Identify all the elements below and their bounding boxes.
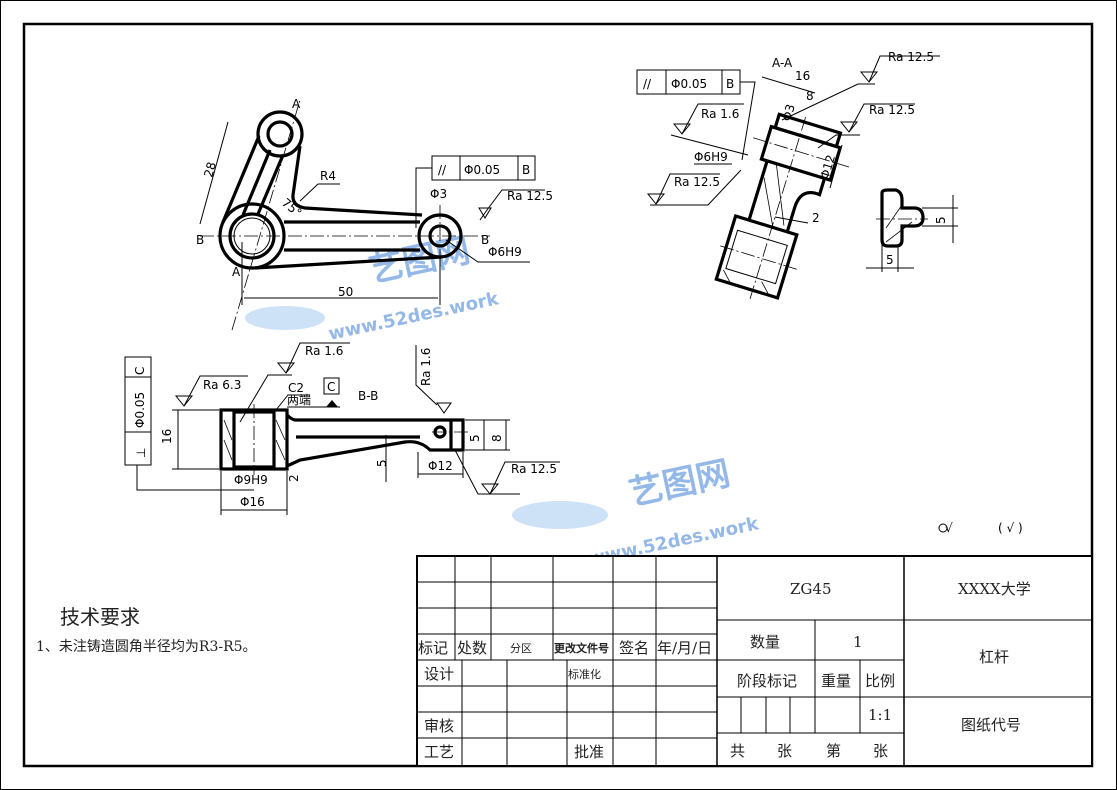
section-aa-title: A-A (772, 56, 793, 70)
tol-value: Φ0.05 (464, 163, 500, 177)
section-b-right: B (481, 233, 489, 247)
cs-dim-w: 5 (886, 253, 894, 267)
sheets-total-suffix: 张 (777, 742, 792, 760)
section-a-top: A (292, 97, 301, 111)
standardize-label: 标准化 (568, 667, 601, 681)
aa-ra-top: Ra 12.5 (888, 50, 934, 64)
tol-symbol: // (438, 163, 447, 177)
aa-dim-phi3: Φ3 (779, 102, 797, 122)
bb-dim-phi9h9: Φ9H9 (234, 473, 268, 487)
quantity-value: 1 (853, 633, 863, 651)
section-bb-title: B-B (358, 389, 378, 403)
bb-ra-12-5: Ra 12.5 (511, 462, 557, 476)
rev-header-sign: 签名 (619, 639, 649, 657)
bb-ra-1-6-right: Ra 1.6 (419, 348, 433, 386)
radius-r4: R4 (320, 169, 336, 183)
roughness-symbol: √ (945, 521, 953, 535)
rev-header-count: 处数 (457, 639, 487, 657)
bb-ra-6-3: Ra 6.3 (203, 378, 241, 392)
cross-section-view: 5 5 (866, 188, 958, 272)
tech-requirements-title: 技术要求 (60, 605, 140, 629)
aa-tol-symbol: // (643, 77, 652, 91)
school: XXXX大学 (958, 580, 1031, 598)
material: ZG45 (790, 580, 832, 598)
aa-tol-value: Φ0.05 (671, 77, 707, 91)
aa-dim-phi6h9: Φ6H9 (694, 150, 728, 164)
rev-header-date: 年/月/日 (657, 639, 712, 657)
bb-ra-1-6: Ra 1.6 (305, 344, 343, 358)
bb-dim-phi16: Φ16 (240, 495, 265, 509)
dim-28: 28 (201, 160, 218, 178)
angle-75: 75° (279, 196, 304, 220)
watermark-globe-2 (512, 501, 608, 529)
section-bb-view: B-B 16 Φ9H9 Φ16 2 5 Φ12 5 8 C2 两端 C (124, 342, 560, 515)
bb-dim-16: 16 (160, 429, 174, 444)
aa-ra-left-bottom: Ra 12.5 (674, 175, 720, 189)
watermark: 艺图网 www.52des.work 艺图网 www.52des.work (245, 230, 761, 570)
section-b-left: B (196, 233, 204, 247)
aa-dim-16: 16 (795, 69, 810, 83)
sheet-no-suffix: 张 (873, 742, 888, 760)
bb-tol-datum: C (133, 367, 147, 375)
roughness-bracket: ( √ ) (998, 521, 1023, 535)
section-a-bottom: A (232, 265, 241, 279)
bore-phi6h9: Φ6H9 (488, 245, 522, 259)
ra-main: Ra 12.5 (507, 189, 553, 203)
title-block: 标记 处数 分区 更改文件号 签名 年/月/日 设计 标准化 审核 工艺 批准 … (416, 555, 1093, 767)
review-label: 审核 (424, 717, 454, 735)
aa-ra-right: Ra 12.5 (869, 103, 915, 117)
aa-dim-2: 2 (812, 211, 820, 225)
design-label: 设计 (424, 665, 454, 683)
main-view: 50 28 R4 75° // Φ0.05 B Φ3 Ra 12.5 Φ6H9 … (196, 97, 553, 331)
watermark-logo-2: 艺图网 (626, 453, 734, 513)
general-roughness: √ ( √ ) (938, 521, 1023, 535)
aa-dim-8: 8 (806, 89, 814, 103)
bb-datum-c: C (327, 380, 335, 394)
scale-value: 1:1 (868, 706, 892, 724)
bb-tol-value: Φ0.05 (133, 392, 147, 428)
quantity-label: 数量 (750, 633, 780, 651)
bb-dim-phi12: Φ12 (428, 459, 453, 473)
dim-50: 50 (338, 285, 353, 299)
sheets-total-prefix: 共 (730, 742, 745, 760)
bb-dim-5b: 5 (468, 434, 482, 442)
cs-dim-h: 5 (934, 216, 948, 224)
sheet-no-prefix: 第 (826, 742, 841, 760)
tol-datum: B (522, 163, 530, 177)
hole-phi3: Φ3 (430, 187, 447, 201)
rev-header-zone: 分区 (510, 642, 532, 655)
rev-header-mark: 标记 (418, 639, 448, 657)
process-label: 工艺 (424, 743, 454, 761)
bb-dim-2: 2 (287, 474, 301, 482)
aa-tol-datum: B (726, 77, 734, 91)
rev-header-doc: 更改文件号 (554, 641, 609, 655)
bb-dim-8: 8 (490, 434, 504, 442)
bb-chamfer-note: 两端 (287, 393, 311, 407)
watermark-globe-1 (245, 306, 325, 330)
bb-chamfer: C2 (288, 381, 304, 395)
drawing-code: 图纸代号 (961, 716, 1021, 734)
approve-label: 批准 (574, 743, 604, 761)
part-name: 杠杆 (979, 648, 1009, 666)
aa-ra-left-top: Ra 1.6 (701, 107, 739, 121)
weight-label: 重量 (821, 672, 851, 690)
bb-dim-5: 5 (375, 459, 389, 467)
tech-requirement-1: 1、未注铸造圆角半径均为R3-R5。 (36, 639, 257, 655)
bb-tol-symbol: ⊥ (134, 448, 148, 458)
scale-label: 比例 (865, 672, 895, 690)
section-aa-view: A-A 16 8 Φ3 Ra 12.5 Ra 12.5 Φ12 2 (636, 50, 940, 300)
stage-label: 阶段标记 (737, 672, 797, 690)
aa-dim-phi12: Φ12 (817, 153, 838, 181)
